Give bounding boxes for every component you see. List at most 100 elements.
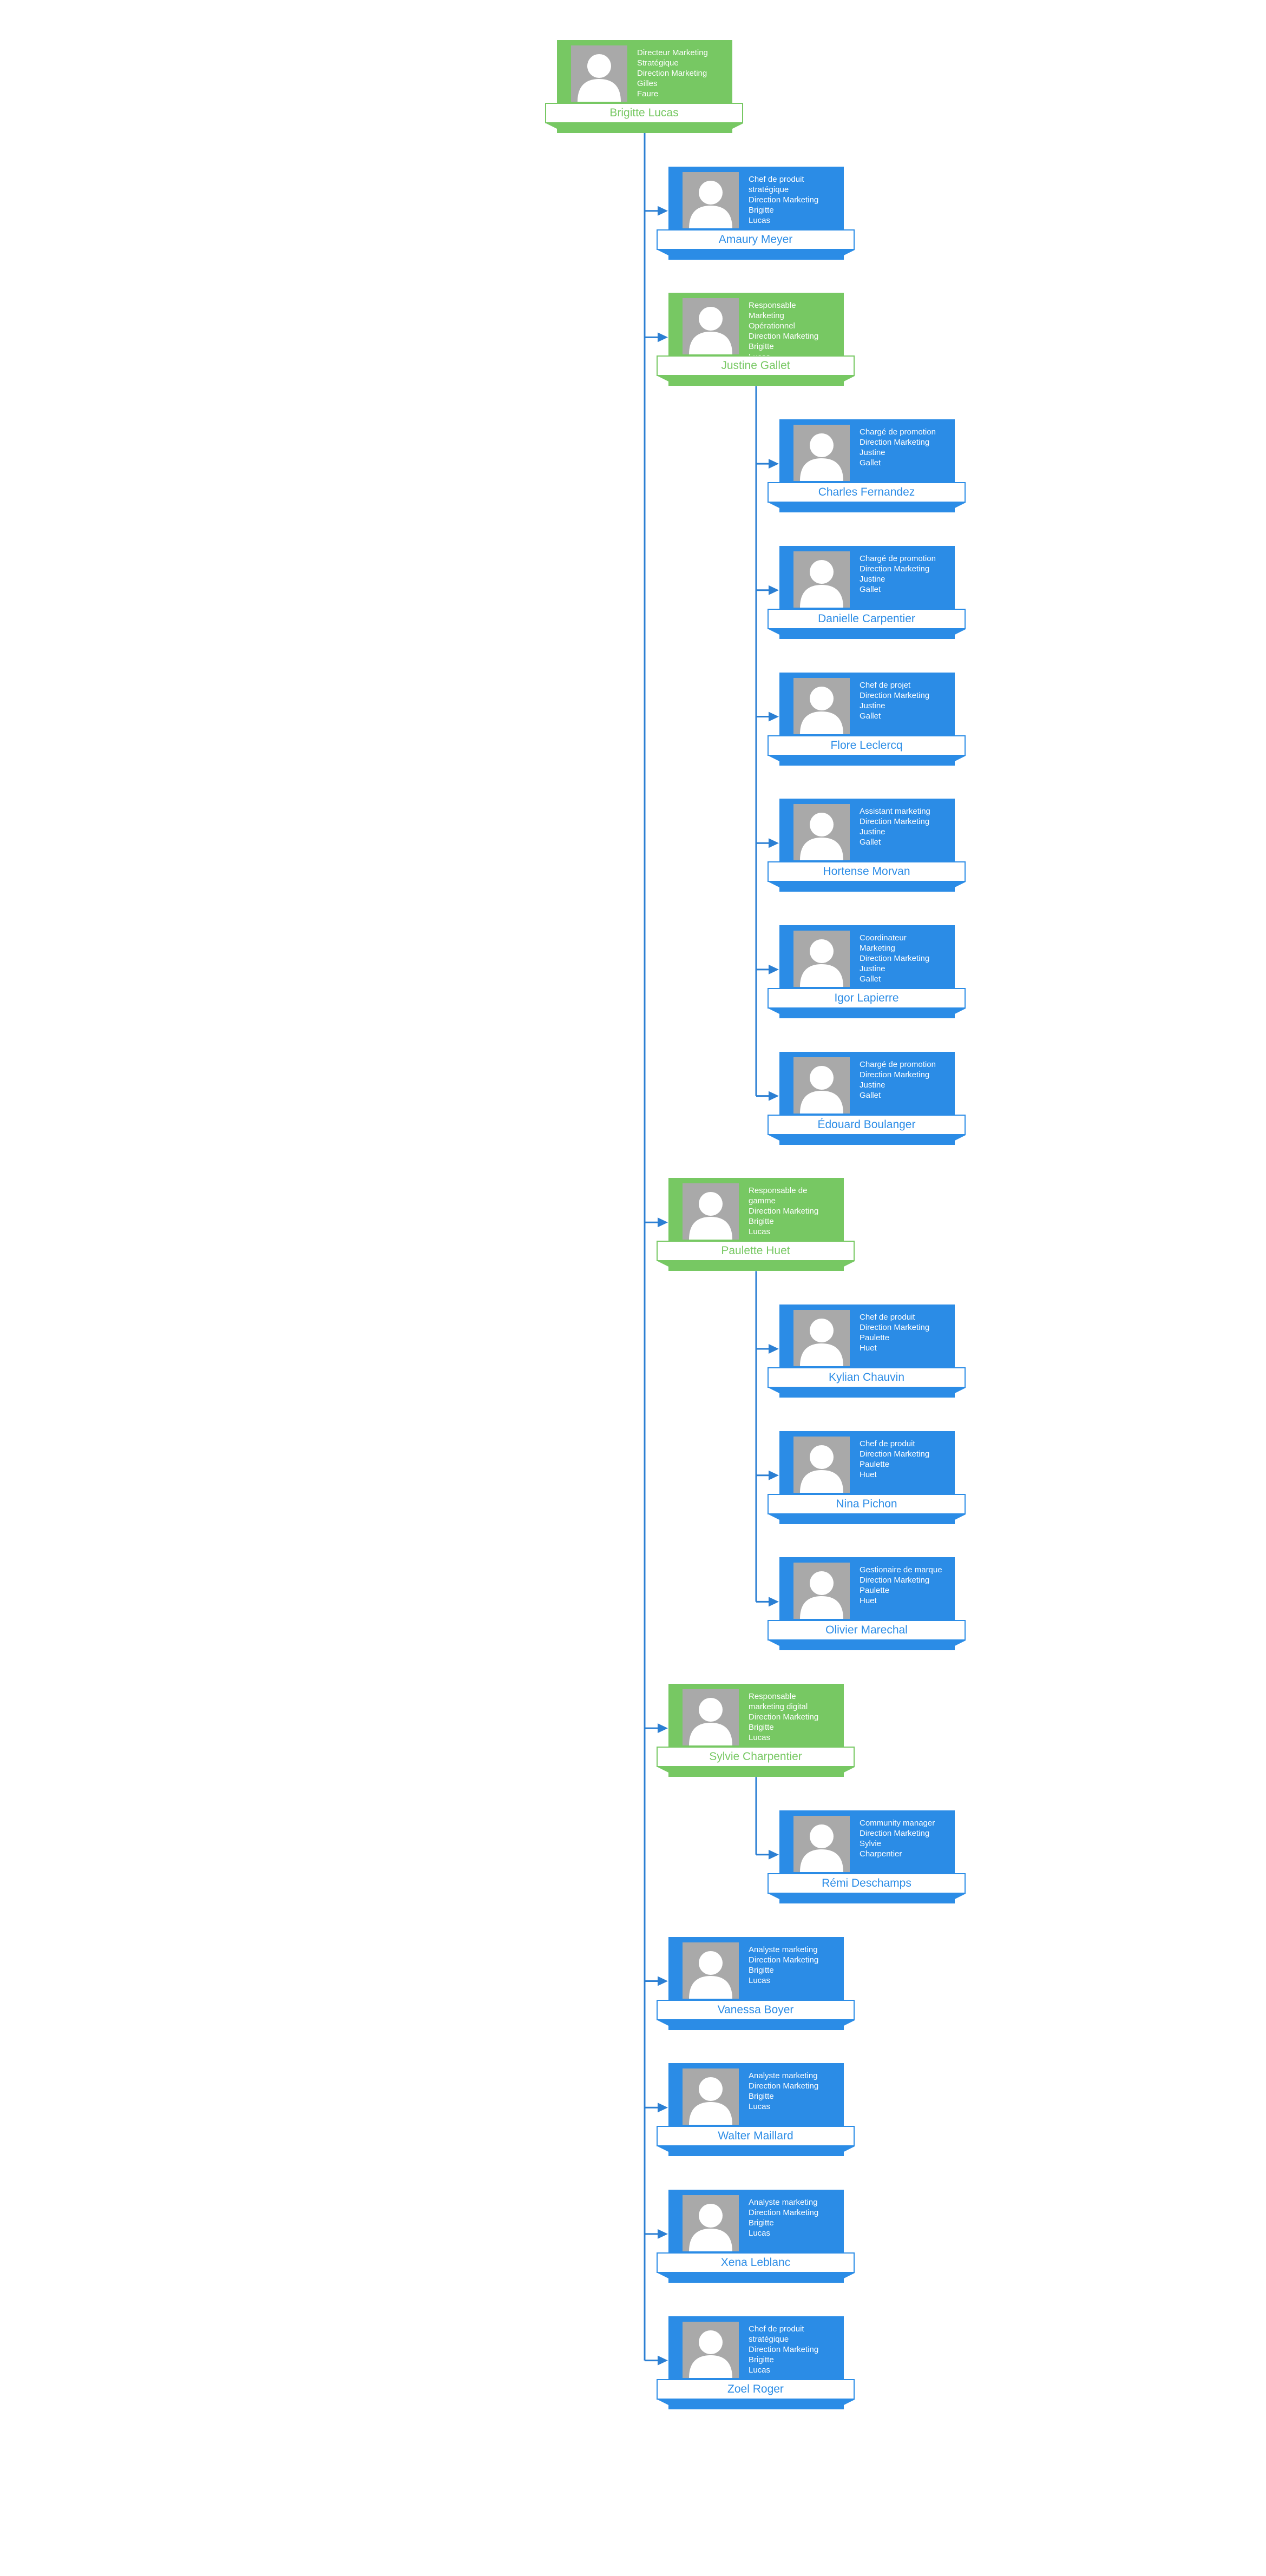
card-detail-line: Gallet xyxy=(860,584,881,594)
avatar xyxy=(793,1815,850,1872)
person-silhouette-icon xyxy=(689,180,732,228)
card-detail-line: stratégique xyxy=(749,2334,789,2344)
person-silhouette-icon xyxy=(689,307,732,355)
avatar xyxy=(683,172,739,228)
card-detail-line: Analyste marketing xyxy=(749,2071,818,2081)
card-detail-line: Justine xyxy=(860,574,885,584)
card-detail-line: Direction Marketing xyxy=(860,564,930,574)
card-name: Sylvie Charpentier xyxy=(657,1747,855,1768)
card-detail-line: Brigitte xyxy=(749,205,774,215)
ribbon-fold xyxy=(769,503,779,509)
card-detail-line: Chef de produit xyxy=(860,1439,915,1448)
avatar xyxy=(793,677,850,734)
ribbon-fold xyxy=(844,249,855,255)
ribbon-fold xyxy=(955,629,966,635)
ribbon-fold xyxy=(955,755,966,761)
avatar xyxy=(793,1057,850,1114)
card-detail-line: Direction Marketing xyxy=(749,2081,819,2091)
card-name: Igor Lapierre xyxy=(768,987,966,1009)
card-detail-line: Gallet xyxy=(860,838,881,847)
card-detail-line: Justine xyxy=(860,827,885,837)
ribbon-fold xyxy=(769,1514,779,1520)
person-silhouette-icon xyxy=(800,939,843,987)
card-name: Amaury Meyer xyxy=(657,229,855,250)
ribbon-fold xyxy=(769,1135,779,1141)
ribbon-fold xyxy=(658,2146,668,2152)
ribbon-fold xyxy=(658,1261,668,1267)
connector-arrowhead xyxy=(769,838,779,848)
person-silhouette-icon xyxy=(689,2077,732,2125)
avatar xyxy=(683,2195,739,2251)
avatar xyxy=(793,1563,850,1619)
ribbon-fold xyxy=(844,376,855,382)
card-detail-line: Gallet xyxy=(860,974,881,984)
card-detail-line: Charpentier xyxy=(860,1849,902,1859)
card-detail-line: Brigitte xyxy=(749,2218,774,2228)
card-name: Hortense Morvan xyxy=(768,861,966,882)
card-detail-line: Paulette xyxy=(860,1586,890,1596)
avatar xyxy=(683,1183,739,1240)
person-silhouette-icon xyxy=(800,1824,843,1872)
card-name: Danielle Carpentier xyxy=(768,608,966,629)
card-detail-line: Lucas xyxy=(749,1975,771,1985)
ribbon-fold xyxy=(955,1008,966,1014)
connector-arrowhead xyxy=(658,2229,668,2239)
connector-arrowhead xyxy=(769,459,779,469)
ribbon-fold xyxy=(844,2272,855,2278)
card-detail-line: Direction Marketing xyxy=(860,1828,930,1838)
card-detail-line: Direction Marketing xyxy=(860,953,930,963)
avatar xyxy=(793,1310,850,1366)
connector-arrowhead xyxy=(769,1344,779,1354)
card-detail-line: Direction Marketing xyxy=(749,1955,819,1965)
card-detail-line: Brigitte xyxy=(749,1723,774,1732)
ribbon-fold xyxy=(769,1008,779,1014)
card-detail-line: Responsable de xyxy=(749,1186,808,1196)
ribbon-fold xyxy=(844,1767,855,1773)
card-detail-line: Analyste marketing xyxy=(749,1945,818,1954)
card-detail-line: Direction Marketing xyxy=(749,1207,819,1216)
card-detail-line: Direction Marketing xyxy=(860,1576,930,1585)
card-name: Flore Leclercq xyxy=(768,735,966,756)
card-name: Kylian Chauvin xyxy=(768,1367,966,1388)
card-detail-line: Justine xyxy=(860,701,885,710)
avatar xyxy=(793,804,850,861)
card-detail-line: Stratégique xyxy=(637,58,679,68)
card-detail-line: Lucas xyxy=(749,215,771,225)
ribbon-fold xyxy=(955,1514,966,1520)
person-silhouette-icon xyxy=(578,54,621,102)
card-detail-line: Chargé de promotion xyxy=(860,427,936,437)
person-silhouette-icon xyxy=(800,1571,843,1619)
card-detail-line: Gallet xyxy=(860,458,881,468)
card-detail-line: Lucas xyxy=(749,1733,771,1743)
person-silhouette-icon xyxy=(689,2203,732,2251)
ribbon-fold xyxy=(844,2146,855,2152)
